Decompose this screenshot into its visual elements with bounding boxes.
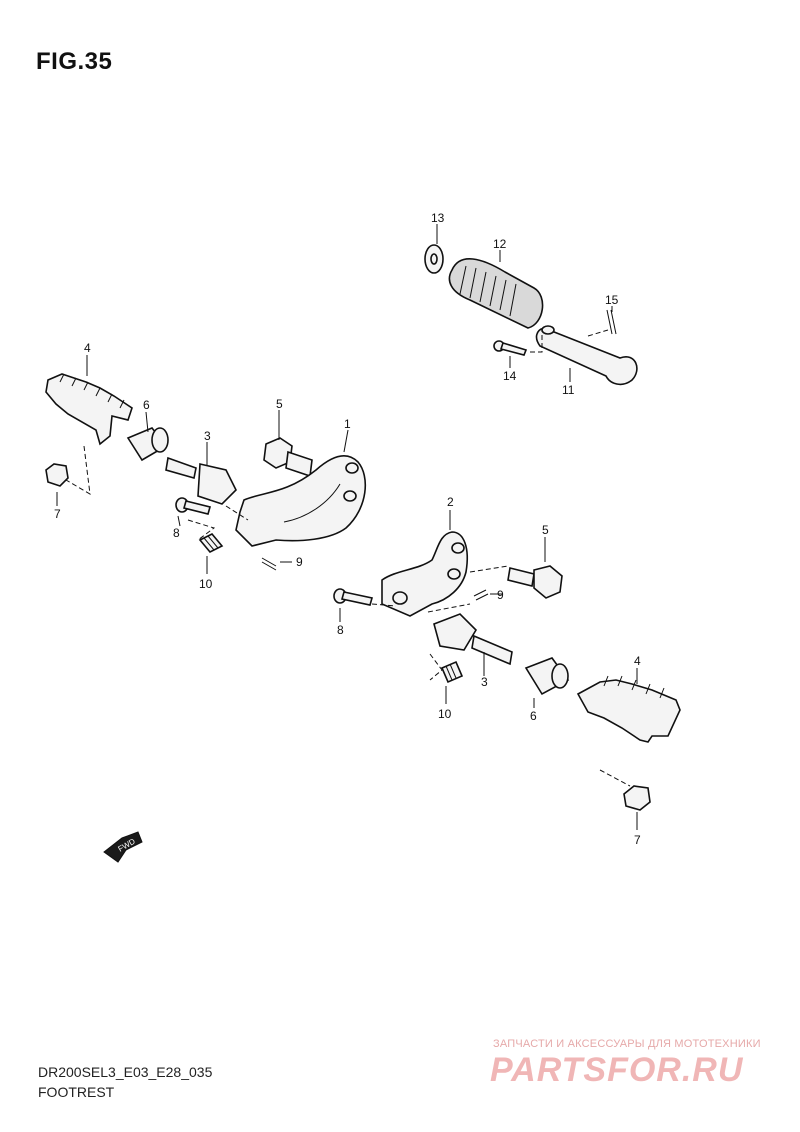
label-part-6-right: 6 bbox=[530, 709, 537, 723]
label-part-11: 11 bbox=[562, 383, 575, 397]
label-part-8-left: 8 bbox=[173, 526, 180, 540]
bolt-8-right[interactable] bbox=[333, 588, 374, 606]
nut-7-left[interactable] bbox=[45, 463, 69, 487]
bushing-6-left[interactable] bbox=[126, 427, 169, 462]
watermark-tagline: ЗАПЧАСТИ И АКСЕССУАРЫ ДЛЯ МОТОТЕХНИКИ bbox=[493, 1038, 761, 1050]
label-part-2: 2 bbox=[447, 495, 454, 509]
label-part-4-left: 4 bbox=[84, 341, 91, 355]
fwd-arrow-icon: FWD bbox=[103, 831, 143, 863]
figure-code: DR200SEL3_E03_E28_035 bbox=[38, 1064, 213, 1080]
washer-13[interactable] bbox=[424, 244, 444, 274]
shaft-3-left[interactable] bbox=[165, 456, 237, 505]
bracket-1[interactable] bbox=[235, 455, 366, 547]
footrest-peg-4-right[interactable] bbox=[576, 675, 681, 743]
rubber-12[interactable] bbox=[448, 258, 544, 329]
cotter-9-left[interactable] bbox=[261, 557, 277, 571]
bushing-6-right[interactable] bbox=[524, 657, 570, 696]
label-part-6-left: 6 bbox=[143, 398, 150, 412]
label-part-14: 14 bbox=[503, 369, 517, 383]
cotter-9-right[interactable] bbox=[473, 589, 489, 601]
bolt-5-left[interactable] bbox=[263, 437, 313, 478]
label-part-7-right: 7 bbox=[634, 833, 641, 847]
watermark-logo: PARTSFOR.RU bbox=[490, 1051, 744, 1089]
figure-name: FOOTREST bbox=[38, 1084, 115, 1100]
nut-7-right[interactable] bbox=[623, 785, 651, 811]
bolt-8-left[interactable] bbox=[175, 497, 211, 515]
label-part-7-left: 7 bbox=[54, 507, 61, 521]
bracket-2[interactable] bbox=[381, 531, 468, 617]
label-part-9-left: 9 bbox=[296, 555, 303, 569]
label-part-10-left: 10 bbox=[199, 577, 213, 591]
cotter-15[interactable] bbox=[606, 309, 617, 335]
leader-lines bbox=[56, 224, 638, 830]
footrest-11[interactable] bbox=[535, 325, 638, 386]
label-part-12: 12 bbox=[493, 237, 507, 251]
label-part-3-left: 3 bbox=[204, 429, 211, 443]
spring-10-right[interactable] bbox=[440, 660, 464, 684]
label-part-5-left: 5 bbox=[276, 397, 283, 411]
label-part-8-right: 8 bbox=[337, 623, 344, 637]
label-part-5-right: 5 bbox=[542, 523, 549, 537]
figure-title: FIG.35 bbox=[36, 48, 113, 75]
label-part-4-right: 4 bbox=[634, 654, 641, 668]
label-part-9-right: 9 bbox=[497, 588, 504, 602]
pin-14[interactable] bbox=[493, 340, 528, 356]
label-part-10-right: 10 bbox=[438, 707, 452, 721]
label-part-15: 15 bbox=[605, 293, 619, 307]
label-part-3-right: 3 bbox=[481, 675, 488, 689]
label-part-1: 1 bbox=[344, 417, 351, 431]
shaft-3-right[interactable] bbox=[433, 613, 513, 666]
footrest-peg-4-left[interactable] bbox=[45, 373, 133, 446]
bolt-5-right[interactable] bbox=[507, 565, 563, 599]
spring-10-left[interactable] bbox=[198, 533, 224, 553]
label-part-13: 13 bbox=[431, 211, 445, 225]
